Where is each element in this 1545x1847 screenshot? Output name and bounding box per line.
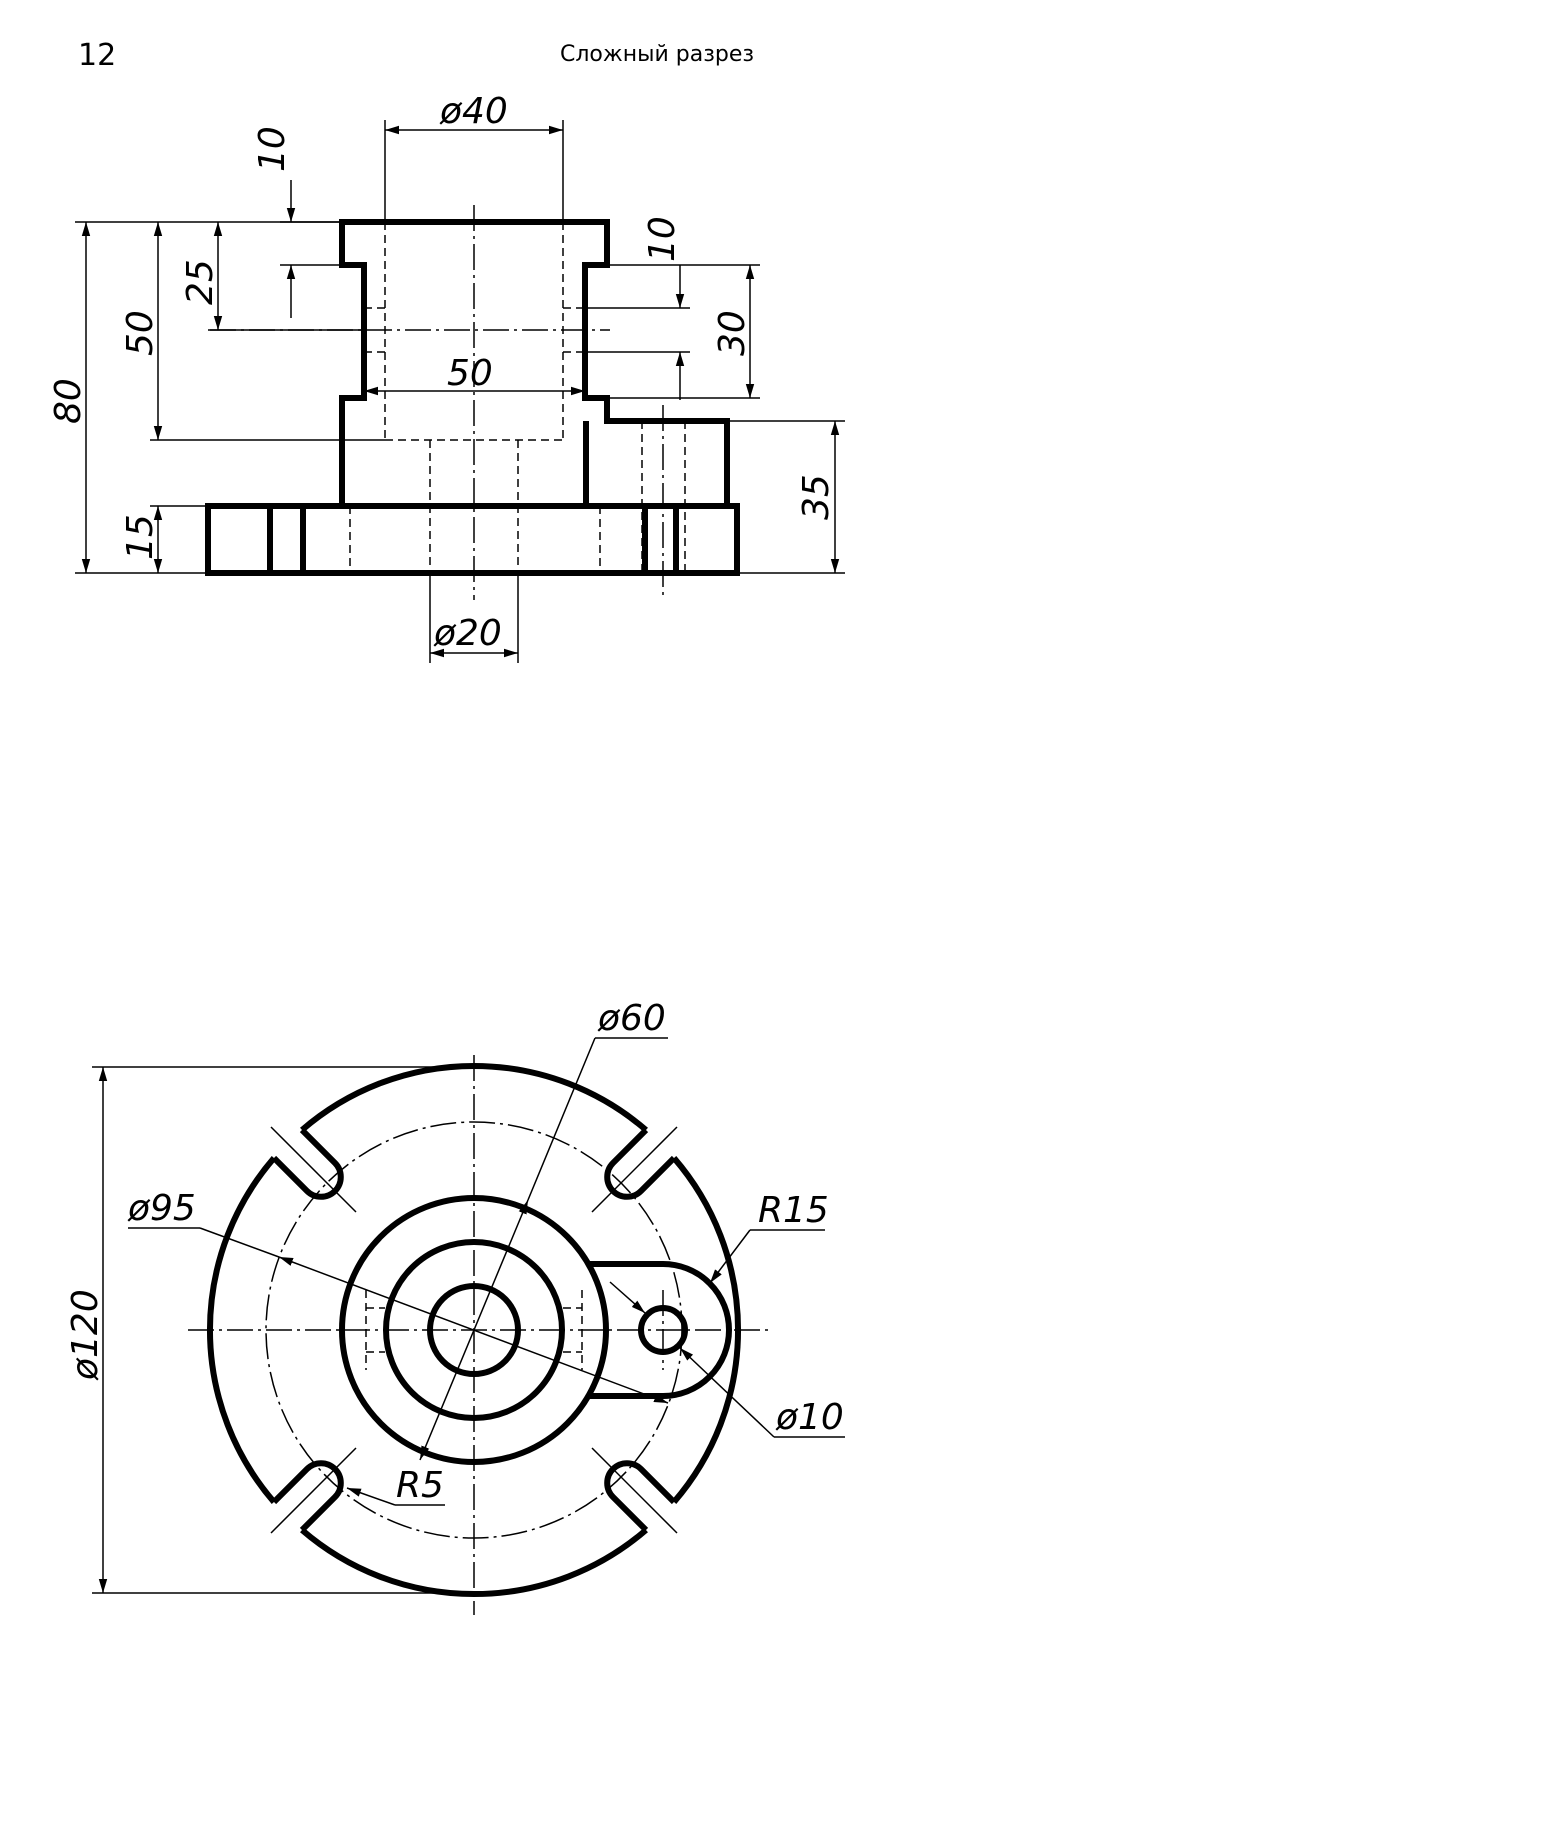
dim-label-d10: ø10 xyxy=(775,1397,844,1438)
dim-label-h30: 30 xyxy=(712,310,753,356)
flange-arc-right xyxy=(671,1156,742,1504)
page-number: 12 xyxy=(78,38,117,73)
dim-label-d20: ø20 xyxy=(433,613,502,654)
dim-label-h25: 25 xyxy=(180,259,221,305)
dim-label-h35: 35 xyxy=(796,474,837,520)
boss-lug xyxy=(590,1261,732,1399)
dim-line-r5 xyxy=(346,1487,396,1506)
dim-label-d40: ø40 xyxy=(439,91,508,132)
dim-label-d60: ø60 xyxy=(597,998,666,1039)
dim-line-d95 xyxy=(278,1256,669,1404)
dim-label-r15: R15 xyxy=(758,1190,829,1231)
dim-label-h15: 15 xyxy=(120,514,161,560)
dim-line-d10 xyxy=(679,1347,775,1438)
dim-label-h50: 50 xyxy=(120,310,161,356)
dim-label-d95: ø95 xyxy=(127,1188,196,1229)
flange-arc-top xyxy=(300,1062,648,1133)
dim-label-h10-right: 10 xyxy=(642,216,683,262)
flange-arc-bottom xyxy=(300,1527,648,1598)
dim-label-d120: ø120 xyxy=(65,1289,106,1381)
dim-label-h80: 80 xyxy=(48,378,89,424)
dim-label-w50: 50 xyxy=(447,353,493,394)
top-view: ø120 ø60 ø95 R15 ø10 R5 xyxy=(65,998,845,1615)
flange-arc-left xyxy=(206,1156,277,1504)
dim-label-r5: R5 xyxy=(396,1465,444,1506)
dim-label-h10-top: 10 xyxy=(252,126,293,172)
dim-line-r15 xyxy=(709,1229,751,1284)
page-title: Сложный разрез xyxy=(560,42,755,67)
front-view: ø40 10 25 50 80 15 50 10 xyxy=(48,91,845,663)
